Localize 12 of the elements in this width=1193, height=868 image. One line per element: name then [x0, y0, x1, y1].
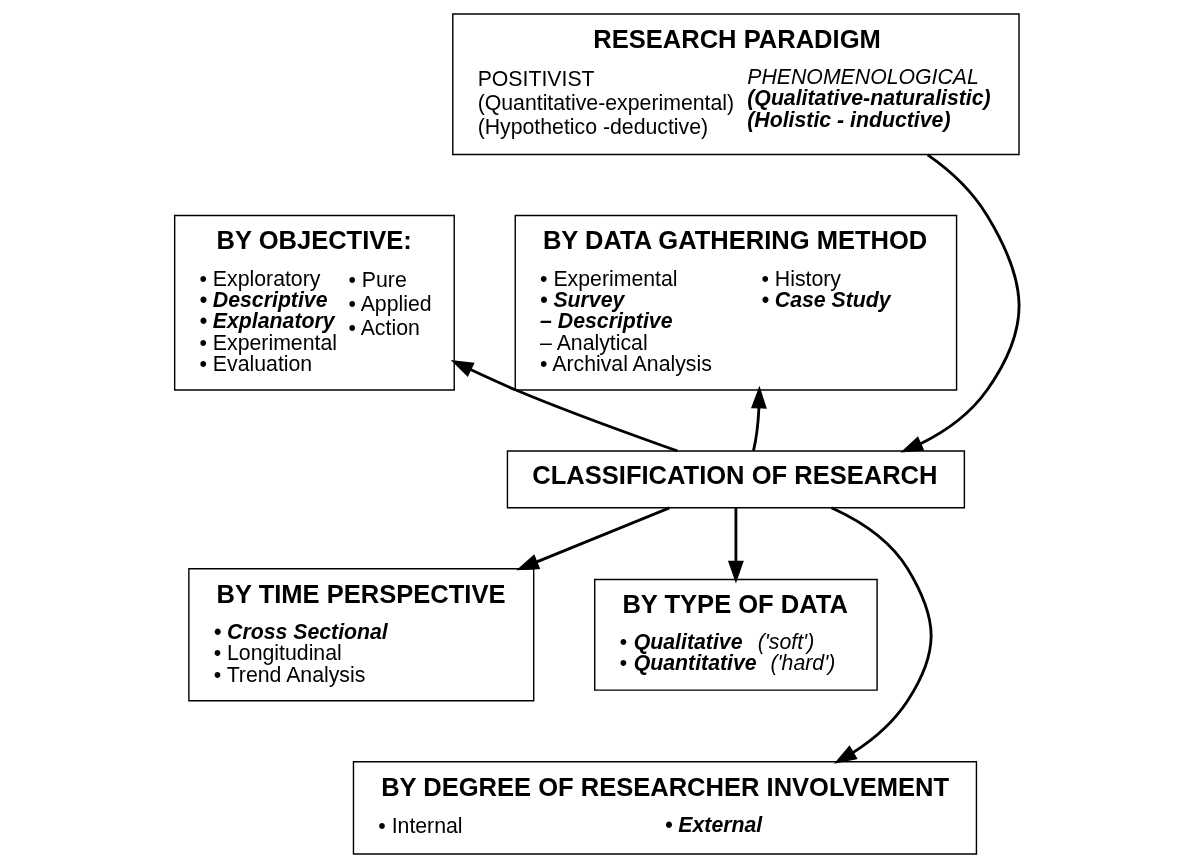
- node-box: RESEARCH PARADIGM POSITIVIST (Quantitative-experimental) (Hypothetico -deductive) PHENOMENOLOGICAL (Qualitative-naturalistic) (Holistic - inductive): [451, 13, 1020, 156]
- arrow: [450, 360, 678, 453]
- node-box: BY TYPE OF DATA • Qualitative ('soft') • Quantitative ('hard'): [593, 578, 878, 691]
- node-box: BY TIME PERSPECTIVE • Cross Sectional • Longitudinal • Trend Analysis: [187, 568, 534, 702]
- arrow: [750, 385, 767, 452]
- arrow: [899, 153, 1020, 453]
- arrow: [830, 506, 933, 764]
- arrow: [515, 506, 670, 571]
- arrow: [727, 508, 744, 584]
- node-box: BY DATA GATHERING METHOD • Experimental • Survey – Descriptive – Analytical • Archival Analysis • History • Case Study: [514, 214, 957, 391]
- node-box: CLASSIFICATION OF RESEARCH: [506, 450, 965, 509]
- node-box: BY DEGREE OF RESEARCHER INVOLVEMENT • Internal • External: [352, 761, 977, 855]
